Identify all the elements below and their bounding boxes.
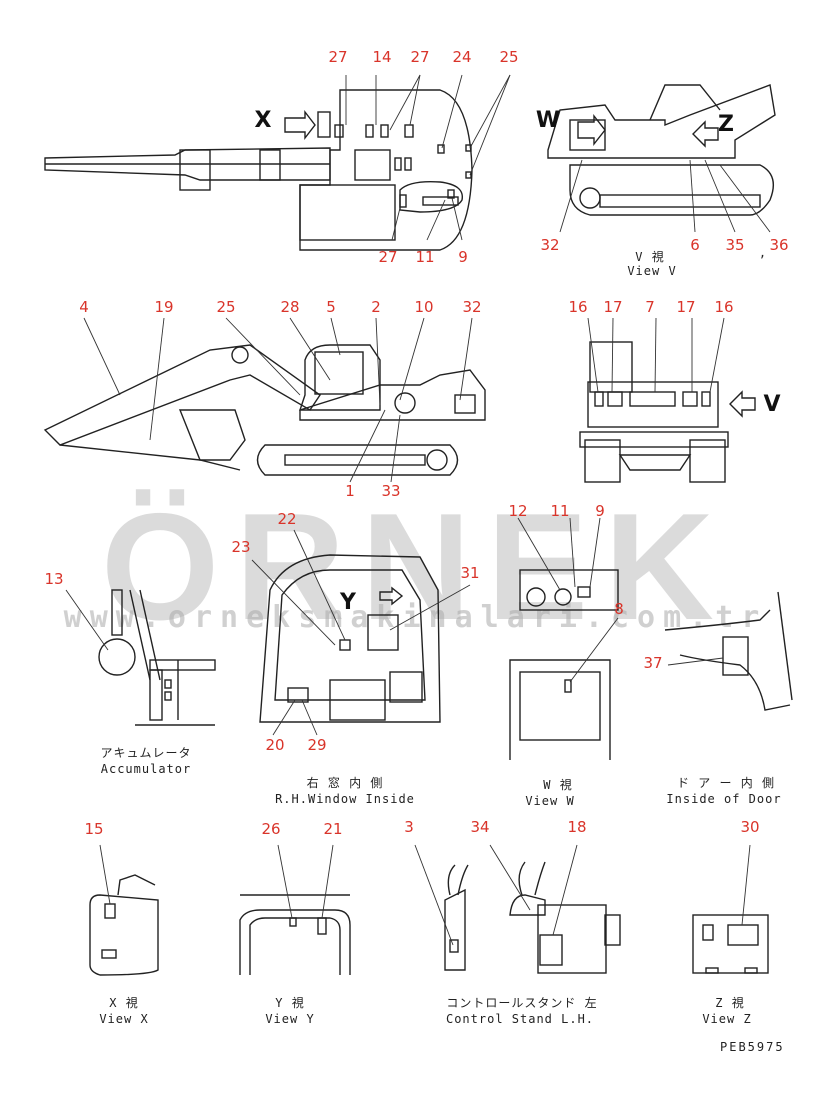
callout-label: 15 [84, 820, 104, 838]
side-view-drawing [43, 317, 486, 483]
callout-label: 16 [714, 298, 734, 316]
view-w-caption-jp: W 視 [543, 778, 573, 792]
rh-window-caption-jp: 右 窓 内 側 [306, 776, 384, 790]
drawing-code: PEB5975 [720, 1040, 785, 1054]
callout-label: 8 [614, 600, 624, 618]
callout-label: 28 [280, 298, 300, 316]
callout-label: 17 [603, 298, 623, 316]
callout-label: 27 [410, 48, 430, 66]
rh-window-drawing [251, 529, 471, 736]
door-caption-jp: ド ア ー 内 側 [677, 776, 775, 790]
control-stand-caption-en: Control Stand L.H. [445, 1012, 595, 1026]
view-marker-y: Y [340, 590, 356, 615]
callout-label: 35 [725, 236, 745, 254]
callout-label: 10 [414, 298, 434, 316]
view-y-drawing [239, 844, 351, 975]
callout-label: 27 [378, 248, 398, 266]
callout-label: 9 [595, 502, 605, 520]
callout-label: 3 [404, 818, 414, 836]
door-drawing [664, 591, 793, 711]
callout-label: 29 [307, 736, 327, 754]
callout-label: 5 [326, 298, 336, 316]
accumulator-caption-jp: アキュムレータ [100, 746, 192, 760]
callout-label: 32 [540, 236, 560, 254]
control-stand-caption-jp: コントロールスタンド 左 [446, 996, 598, 1010]
view-w-drawing [509, 517, 619, 760]
callout-label: 22 [277, 510, 297, 528]
view-marker-v: V [763, 392, 781, 417]
view-x-caption-en: View X [99, 1012, 149, 1026]
callout-label: 7 [645, 298, 655, 316]
callout-label: 4 [79, 298, 89, 316]
callout-label: 26 [261, 820, 281, 838]
callout-label: 14 [372, 48, 392, 66]
callout-label: 33 [381, 482, 401, 500]
view-v-drawing [547, 84, 776, 233]
callout-label: 32 [462, 298, 482, 316]
callout-label: 17 [676, 298, 696, 316]
view-x-caption-jp: X 視 [109, 996, 139, 1010]
view-z-drawing [692, 844, 769, 974]
door-caption-en: Inside of Door [666, 792, 782, 806]
callout-label: 24 [452, 48, 472, 66]
callout-label: 19 [154, 298, 174, 316]
callout-label: 18 [567, 818, 587, 836]
view-y-caption-en: View Y [265, 1012, 315, 1026]
callout-label: 23 [231, 538, 251, 556]
view-w-caption-en: View W [525, 794, 575, 808]
callout-label: 36 [769, 236, 789, 254]
rh-window-caption-en: R.H.Window Inside [275, 792, 415, 806]
control-stand-drawing [414, 844, 621, 974]
view-marker-w: W [535, 108, 561, 133]
accumulator-caption-en: Accumulator [100, 762, 192, 776]
callout-label: 9 [458, 248, 468, 266]
callout-label: 31 [460, 564, 480, 582]
callout-label: 25 [216, 298, 236, 316]
callout-label: 30 [740, 818, 760, 836]
view-v-caption-jp: V 視 [635, 250, 665, 264]
callout-label: 16 [568, 298, 588, 316]
view-y-caption-jp: Y 視 [275, 996, 305, 1010]
accumulator-drawing [65, 589, 216, 726]
callout-label: 2 [371, 298, 381, 316]
view-x-drawing [89, 844, 159, 976]
view-v-caption-en: View V [627, 264, 677, 278]
view-z-caption-en: View Z [702, 1012, 752, 1026]
callout-label: 11 [550, 502, 570, 520]
view-marker-x: X [254, 108, 272, 133]
callout-label: 21 [323, 820, 343, 838]
callout-label: 37 [643, 654, 663, 672]
callout-label: 6 [690, 236, 700, 254]
view-marker-z: Z [718, 112, 734, 137]
callout-label: 25 [499, 48, 519, 66]
callout-label: 27 [328, 48, 348, 66]
callout-label: 11 [415, 248, 435, 266]
callout-label: 13 [44, 570, 64, 588]
callout-separator: , [758, 246, 768, 260]
top-view-drawing [44, 74, 511, 251]
view-z-caption-jp: Z 視 [715, 996, 745, 1010]
callout-label: 1 [345, 482, 355, 500]
callout-label: 34 [470, 818, 490, 836]
callout-label: 20 [265, 736, 285, 754]
rear-view-drawing [579, 317, 756, 483]
callout-label: 12 [508, 502, 528, 520]
